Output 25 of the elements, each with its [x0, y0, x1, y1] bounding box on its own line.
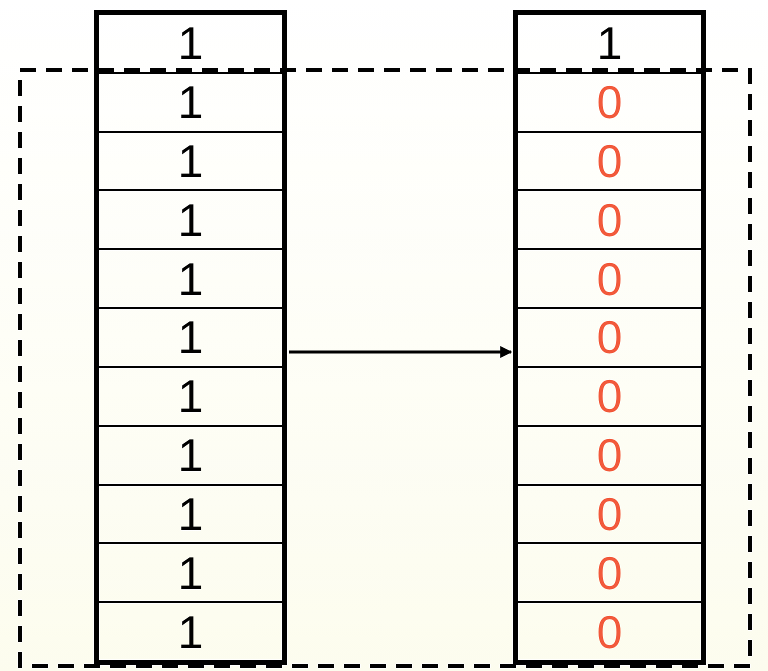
bit-value: 1	[178, 432, 204, 478]
bit-value: 1	[178, 550, 204, 596]
bit-value: 0	[596, 432, 622, 478]
bit-value: 1	[178, 314, 204, 360]
bit-value: 0	[596, 256, 622, 302]
bit-value: 1	[178, 373, 204, 420]
column-box	[513, 10, 706, 665]
column-box	[94, 10, 287, 665]
bit-value: 1	[178, 20, 204, 66]
arrow	[289, 346, 512, 358]
bit-value: 0	[596, 314, 622, 360]
bit-value: 0	[596, 79, 622, 126]
bit-value: 0	[596, 196, 622, 243]
bit-value: 1	[178, 196, 204, 243]
bit-value: 0	[596, 550, 622, 596]
bit-value: 0	[596, 138, 622, 184]
bit-value: 0	[596, 373, 622, 420]
bit-value: 0	[596, 490, 622, 537]
bit-value: 1	[596, 20, 622, 66]
bit-value: 1	[178, 256, 204, 302]
bit-value: 1	[178, 79, 204, 126]
bit-value: 1	[178, 608, 204, 655]
bit-value: 1	[178, 138, 204, 184]
bit-value: 1	[178, 490, 204, 537]
bit-value: 0	[596, 608, 622, 655]
